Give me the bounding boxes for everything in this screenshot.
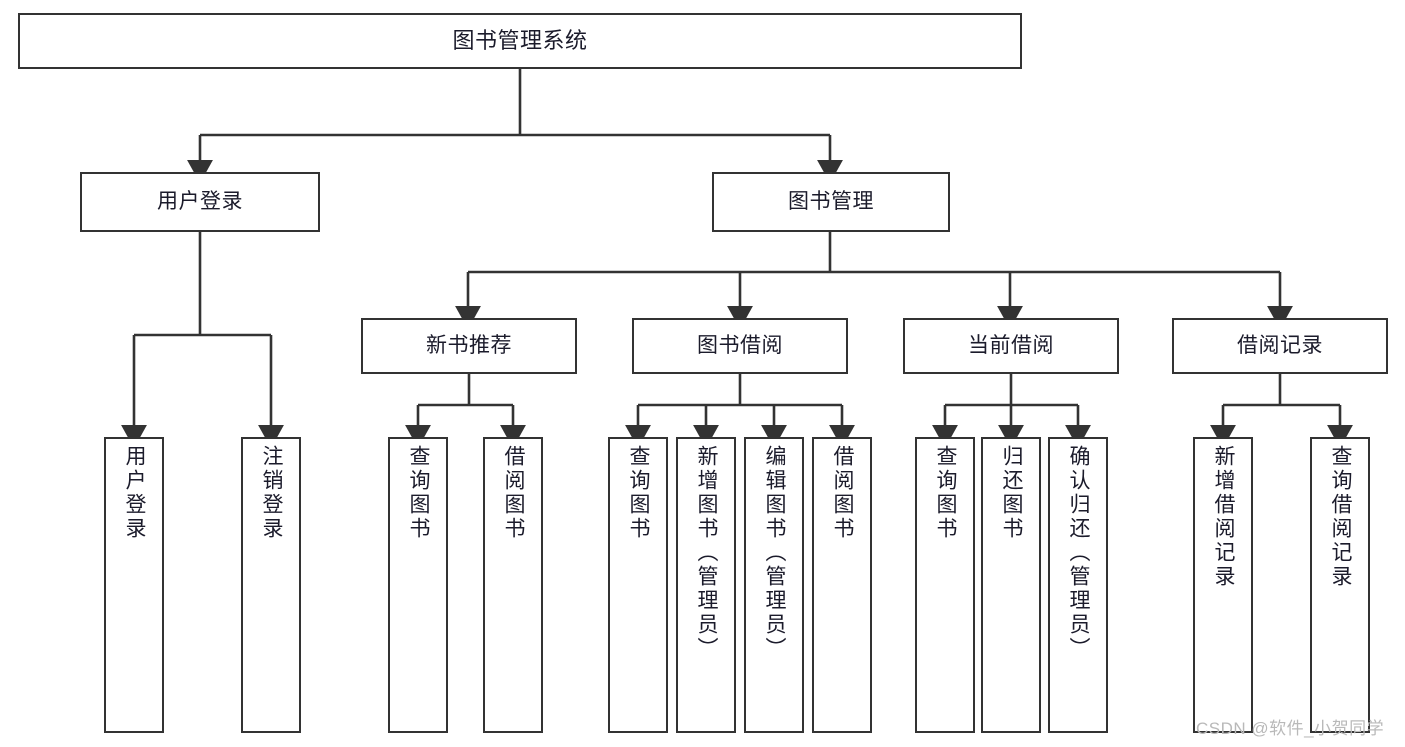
watermark-text: CSDN @软件_小贺同学: [1196, 719, 1385, 738]
leaf-add-book-admin-label: 新增图书（管理员）: [695, 445, 719, 661]
leaf-user-login-label: 用户登录: [123, 445, 147, 541]
leaf-query-book-borrow-label: 查询图书: [627, 445, 651, 541]
leaf-add-borrow-record[interactable]: 新增借阅记录: [1193, 437, 1253, 733]
node-borrow-record-label: 借阅记录: [1237, 333, 1323, 357]
node-root[interactable]: 图书管理系统: [18, 13, 1022, 69]
node-user-login[interactable]: 用户登录: [80, 172, 320, 232]
node-current-borrow-label: 当前借阅: [968, 333, 1054, 357]
leaf-borrow-book-newbook-label: 借阅图书: [502, 445, 526, 541]
leaf-add-book-admin[interactable]: 新增图书（管理员）: [676, 437, 736, 733]
leaf-borrow-book-newbook[interactable]: 借阅图书: [483, 437, 543, 733]
leaf-logout-label: 注销登录: [260, 445, 284, 541]
leaf-add-borrow-record-label: 新增借阅记录: [1212, 445, 1236, 589]
leaf-borrow-book-label: 借阅图书: [831, 445, 855, 541]
leaf-confirm-return-admin-label: 确认归还（管理员）: [1067, 445, 1091, 661]
leaf-user-login[interactable]: 用户登录: [104, 437, 164, 733]
node-book-borrow[interactable]: 图书借阅: [632, 318, 848, 374]
leaf-query-borrow-record-label: 查询借阅记录: [1329, 445, 1353, 589]
node-book-management-label: 图书管理: [788, 189, 874, 213]
node-user-login-label: 用户登录: [157, 189, 243, 213]
node-borrow-record[interactable]: 借阅记录: [1172, 318, 1388, 374]
leaf-confirm-return-admin[interactable]: 确认归还（管理员）: [1048, 437, 1108, 733]
leaf-query-book-current-label: 查询图书: [934, 445, 958, 541]
leaf-return-book-label: 归还图书: [1000, 445, 1024, 541]
node-new-book-recommend-label: 新书推荐: [426, 333, 512, 357]
leaf-edit-book-admin-label: 编辑图书（管理员）: [763, 445, 787, 661]
leaf-query-borrow-record[interactable]: 查询借阅记录: [1310, 437, 1370, 733]
leaf-query-book-current[interactable]: 查询图书: [915, 437, 975, 733]
leaf-query-book-newbook-label: 查询图书: [407, 445, 431, 541]
leaf-query-book-newbook[interactable]: 查询图书: [388, 437, 448, 733]
leaf-borrow-book[interactable]: 借阅图书: [812, 437, 872, 733]
node-book-management[interactable]: 图书管理: [712, 172, 950, 232]
node-book-borrow-label: 图书借阅: [697, 333, 783, 357]
leaf-return-book[interactable]: 归还图书: [981, 437, 1041, 733]
node-current-borrow[interactable]: 当前借阅: [903, 318, 1119, 374]
leaf-query-book-borrow[interactable]: 查询图书: [608, 437, 668, 733]
node-root-label: 图书管理系统: [452, 28, 588, 54]
node-new-book-recommend[interactable]: 新书推荐: [361, 318, 577, 374]
leaf-logout[interactable]: 注销登录: [241, 437, 301, 733]
leaf-edit-book-admin[interactable]: 编辑图书（管理员）: [744, 437, 804, 733]
